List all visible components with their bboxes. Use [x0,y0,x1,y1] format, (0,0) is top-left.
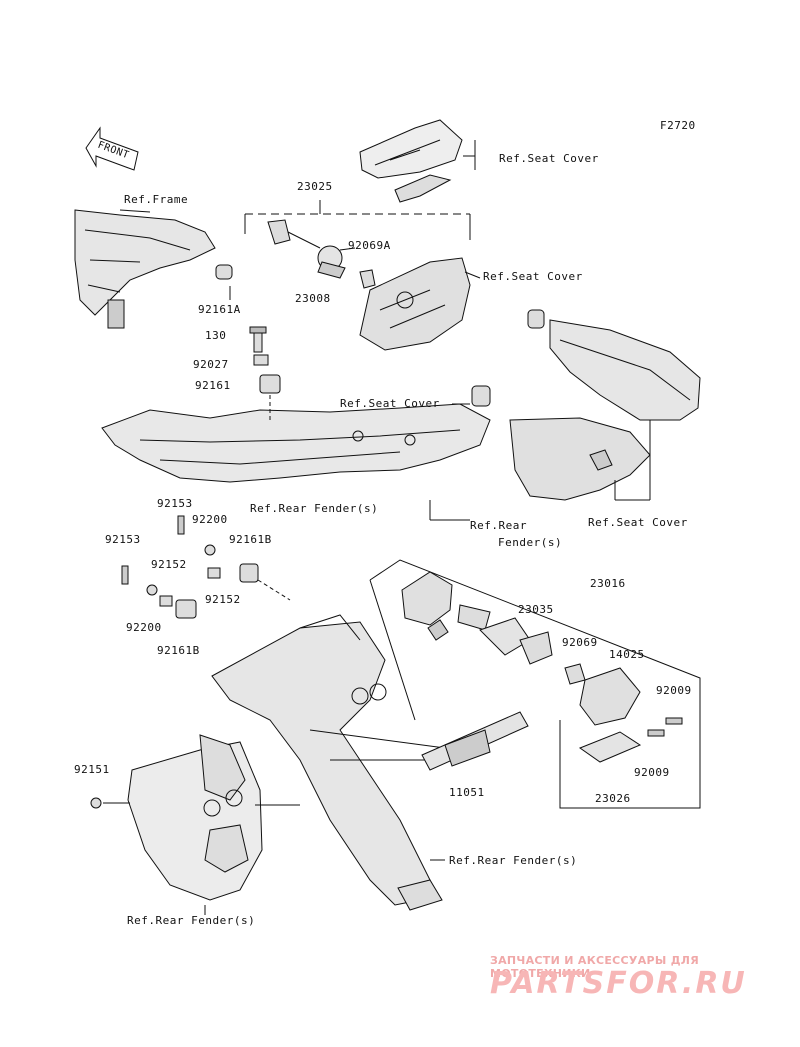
assembly-23025 [244,200,471,289]
watermark-subtitle: ЗАПЧАСТИ И АКСЕССУАРЫ ДЛЯ МОТОТЕХНИКИ [490,954,700,980]
part-23035: 23035 [518,603,554,616]
rear-fender-upper [101,403,491,483]
ref-rear-fender-4: Ref.Rear Fender(s) [127,914,256,927]
side-cover-right [509,319,701,501]
part-92200-b: 92200 [126,621,162,634]
part-92027: 92027 [193,358,229,371]
lamp-assembly-box [369,559,701,809]
part-92069: 92069 [562,636,598,649]
hardware-stack [249,326,281,420]
plate-bracket-11051 [421,711,529,771]
part-92161: 92161 [195,379,231,392]
front-arrow-icon [85,126,139,171]
part-92153-b: 92153 [105,533,141,546]
part-92151: 92151 [74,763,110,776]
ref-seat-cover-3: Ref.Seat Cover [340,397,440,410]
watermark-brand: PARTSFOR.RU [490,966,747,1001]
tail-housing [359,257,481,351]
ref-rear-fender-2b: Fender(s) [498,536,563,549]
part-92152-b: 92152 [205,593,241,606]
rear-fender-cover [90,734,300,901]
clip-2 [471,385,491,407]
part-23008: 23008 [295,292,331,305]
part-14025: 14025 [609,648,645,661]
ref-seat-cover-2: Ref.Seat Cover [483,270,583,283]
part-11051: 11051 [449,786,485,799]
ref-rear-fender-3: Ref.Rear Fender(s) [449,854,578,867]
part-92161A: 92161A [198,303,241,316]
part-92153-a: 92153 [157,497,193,510]
part-92152-a: 92152 [151,558,187,571]
seat-cover-top [359,119,476,203]
part-23016: 23016 [590,577,626,590]
ref-rear-fender-1: Ref.Rear Fender(s) [250,502,379,515]
part-130: 130 [205,329,227,342]
part-92009-b: 92009 [634,766,670,779]
ref-seat-cover-1: Ref.Seat Cover [499,152,599,165]
clip-1 [527,309,545,329]
part-92161B-a: 92161B [229,533,272,546]
part-92009-a: 92009 [656,684,692,697]
diagram-code: F2720 [660,119,696,132]
part-92200-a: 92200 [192,513,228,526]
part-92069A: 92069A [348,239,391,252]
part-92161B-b: 92161B [157,644,200,657]
frame-ref [74,209,233,329]
hardware-lower-left [121,515,291,619]
ref-rear-fender-2a: Ref.Rear [470,519,527,532]
part-23026: 23026 [595,792,631,805]
ref-frame: Ref.Frame [124,193,189,206]
part-23025: 23025 [297,180,333,193]
ref-seat-cover-4: Ref.Seat Cover [588,516,688,529]
